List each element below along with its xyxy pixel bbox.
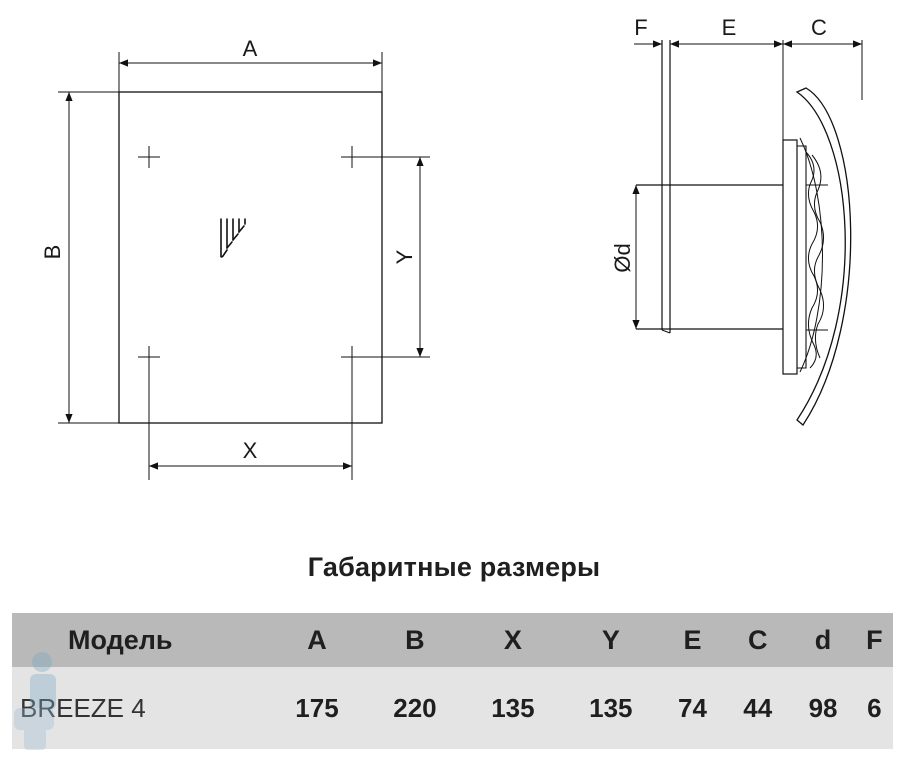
dimension-f-e-c (634, 40, 863, 140)
mount-hole-bottom-right (341, 346, 363, 368)
technical-drawing: A B X Y (40, 15, 863, 480)
label-f: F (634, 15, 647, 40)
impeller (805, 151, 828, 369)
table-header-row: Модель A B X Y E C d F (12, 613, 893, 667)
table-row: BREEZE 4 175 220 135 135 74 44 98 6 (12, 667, 893, 749)
dimension-y (363, 156, 430, 358)
cell-d: 98 (790, 667, 856, 749)
table-title: Габаритные размеры (307, 552, 601, 582)
cell-a: 175 (268, 667, 366, 749)
label-y: Y (392, 249, 417, 264)
cell-b: 220 (365, 667, 464, 749)
dimension-b (58, 91, 119, 424)
header-d: d (790, 613, 856, 667)
header-b: B (365, 613, 464, 667)
label-d: Ød (610, 243, 635, 272)
mount-hole-top-right (341, 146, 363, 168)
dimension-a (118, 52, 383, 92)
header-y: Y (561, 613, 660, 667)
cell-c: 44 (725, 667, 791, 749)
motor-housing (782, 139, 798, 375)
mount-hole-top-left (138, 146, 160, 168)
label-x: X (243, 438, 258, 463)
front-panel-outline (118, 91, 383, 424)
header-x: X (463, 613, 562, 667)
label-b: B (40, 245, 65, 260)
header-e: E (659, 613, 726, 667)
front-view (58, 52, 430, 480)
side-view (632, 40, 863, 426)
curved-front-panel (795, 87, 852, 426)
cell-f: 6 (855, 667, 893, 749)
brand-logo-icon (220, 218, 246, 258)
header-c: C (725, 613, 791, 667)
dimensions-table: Модель A B X Y E C d F BREEZE 4 175 220 … (12, 613, 893, 749)
label-a: A (243, 36, 258, 61)
header-model: Модель (12, 613, 268, 667)
header-a: A (268, 613, 366, 667)
cell-model: BREEZE 4 (12, 667, 268, 749)
header-f: F (855, 613, 893, 667)
label-e: E (722, 15, 737, 40)
cell-y: 135 (561, 667, 660, 749)
label-c: C (811, 15, 827, 40)
mount-hole-bottom-left (138, 346, 160, 368)
cell-e: 74 (659, 667, 726, 749)
dimension-x (148, 368, 353, 480)
cell-x: 135 (463, 667, 562, 749)
watermark-plumber-icon (14, 652, 56, 750)
